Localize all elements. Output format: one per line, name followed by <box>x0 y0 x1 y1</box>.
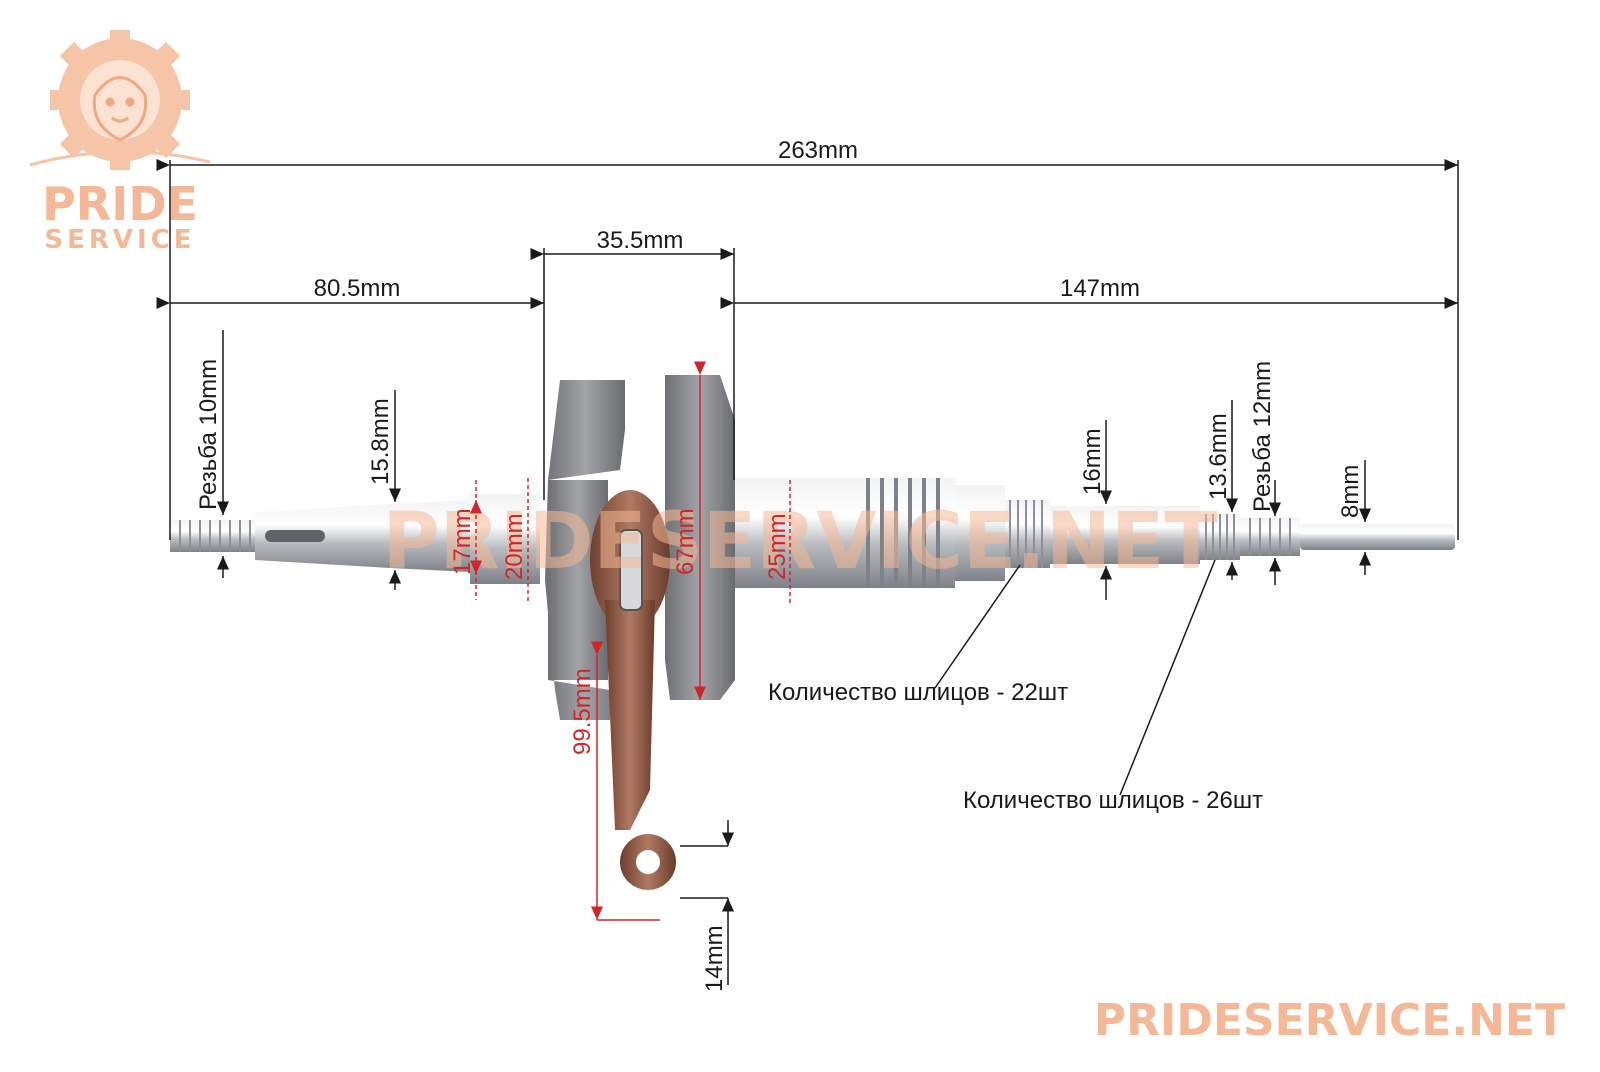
note-splines-22: Количество шлицов - 22шт <box>768 679 1068 706</box>
label-left-seat-dia: 17mm <box>449 508 476 575</box>
watermark-corner: PRIDESERVICE.NET <box>1094 995 1565 1046</box>
lion-icon <box>92 76 148 142</box>
label-total-length: 263mm <box>778 137 858 164</box>
label-spline-dia: 16mm <box>1079 428 1106 495</box>
right-bearing-seat <box>735 478 855 588</box>
note-splines-26: Количество шлицов - 26шт <box>963 787 1263 814</box>
right-shaft <box>1050 506 1200 564</box>
right-tip <box>1300 524 1455 550</box>
dimension-lines <box>156 159 1459 985</box>
dimension-labels: 263mm 80.5mm 35.5mm 147mm Резьба 10mm 15… <box>195 137 1364 992</box>
brand-logo: PRIDE SERVICE <box>29 30 211 255</box>
label-right-thread: Резьба 12mm <box>1249 361 1276 512</box>
logo-title: PRIDE <box>42 177 198 231</box>
leader-spline-22 <box>934 564 1021 689</box>
worm-gear <box>855 478 955 588</box>
dimension-lines-red <box>470 361 791 921</box>
leader-spline-26 <box>1119 559 1216 796</box>
watermark-center: PRIDESERVICE.NET <box>382 497 1217 587</box>
keyway <box>265 530 325 542</box>
spline-26 <box>1200 514 1240 560</box>
label-small-end-dia: 14mm <box>701 925 728 992</box>
label-left-bearing-dia: 20mm <box>501 513 528 580</box>
gear-icon <box>50 30 190 170</box>
label-rod-length: 99.5mm <box>569 668 596 755</box>
left-thread <box>170 520 255 552</box>
spline-22 <box>1005 500 1050 568</box>
label-left-thread: Резьба 10mm <box>195 359 222 510</box>
label-right-bearing-dia: 25mm <box>764 513 791 580</box>
shaft-collar <box>955 485 1005 581</box>
label-left-length: 80.5mm <box>314 275 401 302</box>
logo-subtitle: SERVICE <box>44 225 195 255</box>
connecting-rod <box>590 490 676 890</box>
label-web-width: 35.5mm <box>597 227 684 254</box>
label-tip-dia: 8mm <box>1337 465 1364 518</box>
label-spline2-dia: 13.6mm <box>1205 413 1232 500</box>
left-shaft <box>255 500 470 572</box>
label-flywheel-dia: 67mm <box>672 508 699 575</box>
label-right-length: 147mm <box>1060 275 1140 302</box>
right-thread <box>1240 518 1300 556</box>
label-left-shaft-dia: 15.8mm <box>367 398 394 485</box>
left-web <box>545 380 625 720</box>
